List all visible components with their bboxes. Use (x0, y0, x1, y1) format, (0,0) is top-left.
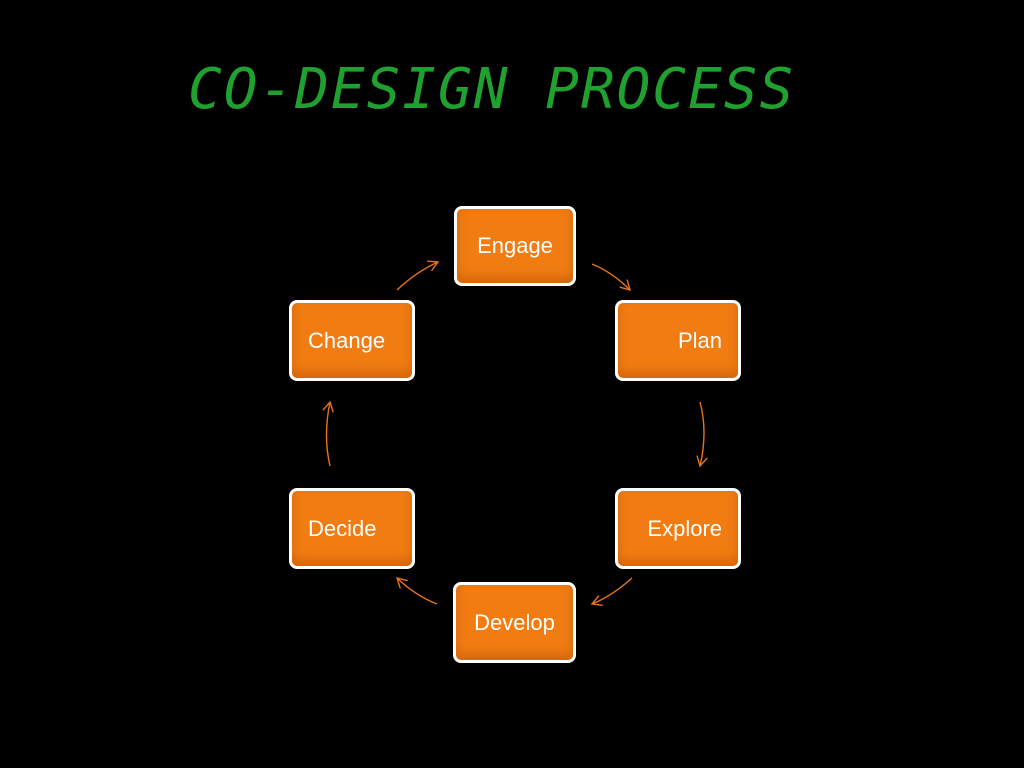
arrow-explore-to-develop (590, 577, 633, 606)
arrow-engage-to-plan (591, 263, 632, 292)
arrow-plan-to-explore (696, 401, 708, 468)
step-plan: Plan (615, 300, 741, 381)
step-develop-label: Develop (474, 609, 555, 635)
step-explore: Explore (615, 488, 741, 569)
step-change-label: Change (308, 327, 386, 353)
arrow-decide-to-change (322, 400, 334, 467)
step-explore-label: Explore (647, 515, 722, 541)
step-plan-label: Plan (677, 327, 722, 353)
step-decide: Decide (289, 488, 415, 569)
slide-title: CO-DESIGN PROCESS (188, 57, 796, 122)
arrow-change-to-engage (396, 260, 440, 291)
step-engage-label: Engage (477, 233, 553, 258)
step-engage: Engage (454, 206, 576, 286)
step-develop: Develop (453, 582, 576, 663)
arrow-develop-to-decide (395, 577, 438, 605)
step-change: Change (289, 300, 415, 381)
step-decide-label: Decide (308, 515, 377, 541)
